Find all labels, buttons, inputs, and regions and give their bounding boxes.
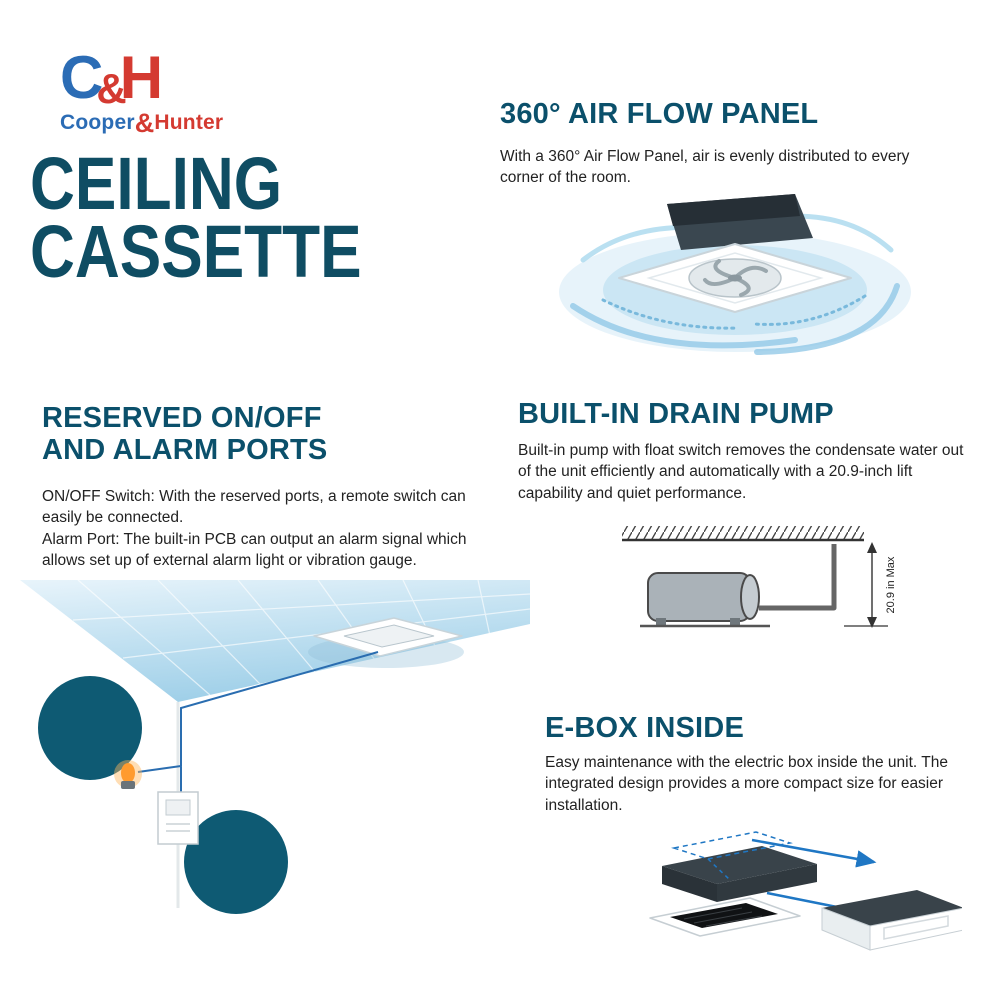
brand-wordmark: Cooper&Hunter bbox=[60, 110, 280, 137]
cassette-unit-body bbox=[667, 194, 813, 250]
airflow-body: With a 360° Air Flow Panel, air is evenl… bbox=[500, 148, 910, 187]
ports-heading: RESERVED ON/OFF AND ALARM PORTS bbox=[42, 402, 327, 467]
ports-body: ON/OFF Switch: With the reserved ports, … bbox=[42, 486, 482, 572]
logo-letter-h: H bbox=[119, 44, 164, 111]
ceiling-hatch bbox=[622, 526, 864, 542]
alarm-light bbox=[114, 760, 142, 789]
ebox-unit-right bbox=[821, 890, 962, 951]
decor-circle-bottom bbox=[184, 810, 288, 914]
ebox-dashed-outline bbox=[671, 831, 793, 860]
ports-body-onoff: ON/OFF Switch: With the reserved ports, … bbox=[42, 488, 466, 527]
drainpump-heading: BUILT-IN DRAIN PUMP bbox=[518, 398, 834, 430]
page-title-line2: CASSETTE bbox=[30, 210, 362, 294]
ports-body-alarm: Alarm Port: The built-in PCB can output … bbox=[42, 530, 467, 570]
ebox-unit-left bbox=[649, 846, 817, 937]
switch-panel bbox=[157, 791, 199, 845]
ports-heading-line1: RESERVED ON/OFF bbox=[42, 402, 322, 434]
lift-dimension-label: 20.9 in Max bbox=[885, 556, 897, 613]
brand-logo-mark: C&H bbox=[60, 44, 280, 112]
decor-circle-left bbox=[38, 676, 142, 780]
wordmark-cooper: Cooper bbox=[60, 111, 135, 134]
drain-pipe bbox=[759, 544, 837, 611]
drainpump-diagram: 20.9 in Max bbox=[622, 526, 897, 628]
ebox-heading: E-BOX INSIDE bbox=[545, 712, 744, 744]
airflow-illustration bbox=[559, 194, 911, 355]
drainpump-body: Built-in pump with float switch removes … bbox=[518, 442, 964, 502]
cassette-fan bbox=[688, 258, 782, 298]
ebox-body: Easy maintenance with the electric box i… bbox=[545, 754, 948, 814]
lift-dimension: 20.9 in Max bbox=[844, 542, 897, 628]
ceiling-plane bbox=[20, 579, 531, 702]
room-illustration bbox=[20, 579, 531, 914]
ebox-illustration bbox=[649, 831, 962, 951]
airflow-heading: 360° AIR FLOW PANEL bbox=[500, 98, 819, 130]
logo-ampersand-icon: & bbox=[96, 65, 127, 112]
wordmark-ampersand: & bbox=[134, 108, 155, 138]
page-title: CEILING CASSETTE bbox=[30, 147, 362, 289]
drain-pump-unit bbox=[640, 572, 770, 628]
ports-heading-line2: AND ALARM PORTS bbox=[42, 434, 328, 467]
wordmark-hunter: Hunter bbox=[154, 111, 224, 134]
brand-logo: C&H Cooper&Hunter bbox=[60, 48, 280, 137]
page-title-line1: CEILING bbox=[30, 142, 283, 225]
logo-letter-c: C bbox=[60, 44, 104, 111]
